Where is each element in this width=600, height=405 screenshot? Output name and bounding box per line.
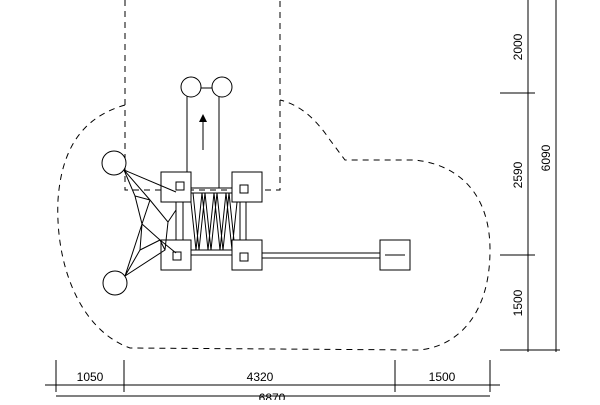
dim-bottom-mid: 4320 — [247, 370, 274, 384]
net-anchor-bottom — [102, 270, 128, 296]
dim-right-total: 6090 — [539, 144, 553, 171]
dim-right-mid: 2590 — [511, 161, 525, 188]
climbing-net — [101, 150, 177, 296]
safety-zone-outline — [57, 99, 491, 351]
safety-zone-upper — [124, 0, 281, 191]
dim-bottom-right: 1500 — [429, 370, 456, 384]
dimension-right: 2000 2590 1500 6090 — [500, 0, 560, 352]
slide-exit-circle-left — [180, 76, 202, 98]
balance-beam — [262, 252, 380, 259]
slide-direction-arrow-icon — [199, 114, 207, 122]
rope-bridge — [189, 192, 239, 251]
dim-bottom-total: 6870 — [259, 391, 286, 400]
dim-right-bottom: 1500 — [511, 289, 525, 316]
dim-bottom-left: 1050 — [77, 370, 104, 384]
post-bottom-right — [231, 239, 263, 271]
slide-exit-circle-right — [211, 76, 233, 98]
post-bottom-left — [160, 239, 192, 271]
post-top-right — [231, 171, 263, 203]
slide — [180, 76, 233, 189]
dimension-bottom: 1050 4320 1500 6870 — [45, 360, 500, 405]
net-anchor-top — [101, 150, 127, 176]
dim-right-top: 2000 — [511, 33, 525, 60]
